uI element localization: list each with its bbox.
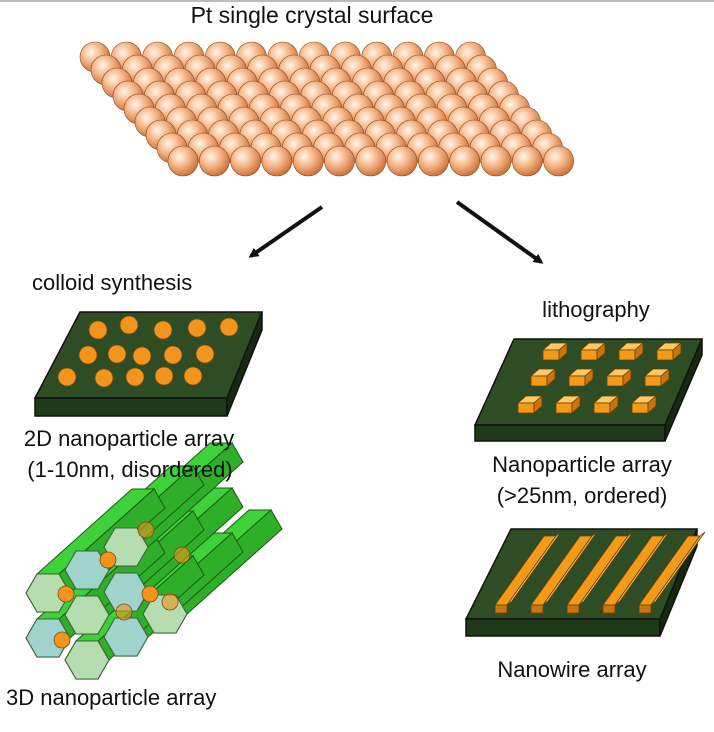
nanoparticle <box>154 366 174 386</box>
nanoparticle <box>132 346 152 366</box>
block-side <box>609 395 619 414</box>
substrate-nanowire <box>464 528 699 637</box>
hex-face <box>64 640 110 680</box>
nanoparticle <box>183 366 203 386</box>
pt-atom <box>199 145 230 177</box>
block-front <box>517 402 535 414</box>
colloid-synthesis-label: colloid synthesis <box>32 270 193 295</box>
nanoparticle <box>187 318 207 338</box>
block-front <box>580 349 598 361</box>
pt-crystal-surface <box>79 41 574 177</box>
title-label: Pt single crystal surface <box>190 2 434 28</box>
block-front <box>606 375 624 387</box>
block-side <box>558 342 568 361</box>
block-side <box>596 342 606 361</box>
nanowire-end <box>566 604 580 614</box>
nanoparticle-3d <box>115 603 133 621</box>
nanoparticle <box>125 367 145 387</box>
block-front <box>618 349 636 361</box>
lithography-label: lithography <box>542 297 650 322</box>
nanoparticle-3d <box>53 631 71 649</box>
block-front <box>644 375 662 387</box>
pt-atom <box>167 145 199 177</box>
nanoparticle <box>57 367 77 387</box>
arrow-left <box>248 205 324 258</box>
block-side <box>622 368 632 387</box>
block-side <box>647 395 657 414</box>
nanoparticle <box>153 320 173 340</box>
pt-atom <box>324 145 355 177</box>
nanowire-array-label: Nanowire array <box>497 657 647 682</box>
pt-atom <box>292 145 324 177</box>
block-side <box>584 368 594 387</box>
pt-atom <box>230 145 261 177</box>
nanoparticle <box>78 345 98 365</box>
nanowire-end <box>530 604 544 614</box>
block-front <box>568 375 586 387</box>
block-side <box>571 395 581 414</box>
pt-atom <box>480 145 512 177</box>
arrow-right <box>455 200 544 264</box>
hex-face <box>64 595 110 635</box>
nanowire-side <box>578 531 634 606</box>
array-2d-label-line2: (1-10nm, disordered) <box>27 457 233 482</box>
nanoparticle <box>107 344 127 364</box>
array-2d-label-line1: 2D nanoparticle array <box>23 426 235 451</box>
pt-atom <box>449 145 481 177</box>
nanoparticle <box>88 320 108 340</box>
nanoparticle-array-label-line1: Nanoparticle array <box>492 452 672 477</box>
block-side <box>634 342 644 361</box>
nanoparticle-3d <box>173 546 191 564</box>
nanowire-end <box>494 604 508 614</box>
pt-atom <box>261 145 293 177</box>
pt-atom <box>355 145 387 177</box>
nanowire-side <box>506 531 562 606</box>
block-front <box>593 402 611 414</box>
block-side <box>533 395 543 414</box>
nanowire-side <box>542 531 598 606</box>
nanoparticle-array-label-line2: (>25nm, ordered) <box>496 483 668 508</box>
nanoparticle-3d <box>57 585 75 603</box>
block-front <box>530 375 548 387</box>
block-front <box>656 349 674 361</box>
block-side <box>660 368 670 387</box>
nanoparticle <box>163 345 183 365</box>
hex-face <box>103 617 149 657</box>
nanowires <box>494 531 706 614</box>
nanowire-end <box>638 604 652 614</box>
nanoparticle <box>119 315 139 335</box>
hex-face <box>25 573 71 613</box>
nanowire-side <box>650 531 706 606</box>
nanoparticle-blocks <box>516 342 683 414</box>
nanoparticle-3d <box>161 593 179 611</box>
block-side <box>672 342 682 361</box>
nanoparticle <box>94 368 114 388</box>
nanoparticle <box>195 344 215 364</box>
pt-atom <box>543 145 574 177</box>
hex-face <box>64 550 110 590</box>
block-front <box>631 402 649 414</box>
pt-atom <box>386 145 418 177</box>
block-front <box>555 402 573 414</box>
array-3d-label: 3D nanoparticle array <box>6 685 217 710</box>
pt-atom <box>418 145 449 177</box>
nanoparticle-3d <box>137 521 155 539</box>
hex-face <box>103 572 149 612</box>
block-front <box>542 349 560 361</box>
nanowire-side <box>614 531 670 606</box>
nanoparticle-3d <box>99 551 117 569</box>
pt-atom <box>511 145 543 177</box>
nanoparticle-3d <box>141 585 159 603</box>
block-side <box>546 368 556 387</box>
nanoparticle <box>219 317 239 337</box>
hex-tube-array-3d <box>25 442 283 680</box>
nanowire-end <box>602 604 616 614</box>
nanoparticles-2d <box>57 315 239 388</box>
